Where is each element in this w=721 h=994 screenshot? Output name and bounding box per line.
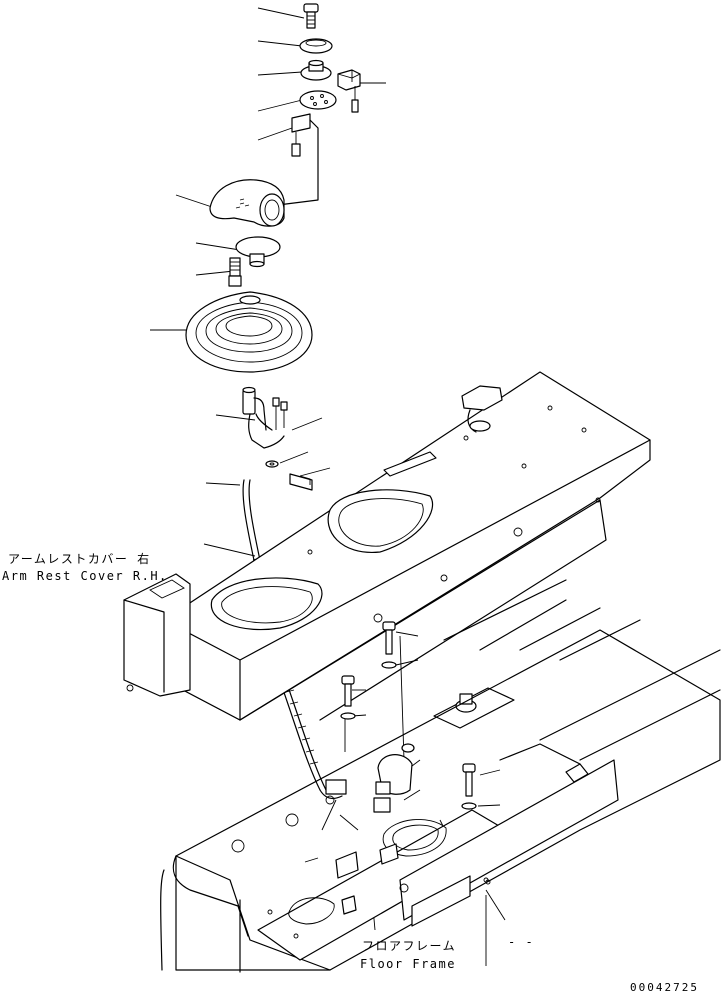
labels: アームレストカバー 右 Arm Rest Cover R.H. フロアフレーム …	[2, 551, 699, 994]
harness-clamp	[373, 743, 415, 813]
switch-bracket	[269, 113, 319, 207]
switch-disc	[300, 59, 332, 81]
bolt-middle-left	[340, 675, 356, 720]
knob-bolt	[303, 3, 319, 29]
grip-base-plate	[235, 236, 281, 268]
drawing-number: 00042725	[630, 981, 699, 994]
floor-rail-lines	[443, 579, 721, 761]
lever-bolt	[289, 473, 313, 491]
grip-screw	[228, 257, 242, 287]
dash-mark: - -	[508, 935, 534, 949]
knob-cap	[299, 38, 333, 54]
switch-plate	[299, 90, 337, 110]
control-lever-grip	[209, 179, 285, 227]
floor-frame	[160, 629, 721, 973]
bolt-lower-right	[461, 763, 477, 810]
arm-rest-cover-label-en: Arm Rest Cover R.H.	[2, 569, 168, 583]
floor-frame-label-en: Floor Frame	[360, 957, 456, 971]
lever-body	[242, 386, 288, 468]
arm-rest-cover-rh	[123, 573, 191, 697]
bracket-bolt	[433, 687, 515, 729]
right-bracket	[399, 743, 619, 927]
bolt-upper-right	[381, 621, 397, 669]
arm-rest-console	[163, 371, 651, 721]
lever-boot	[185, 291, 313, 373]
floor-frame-label-jp: フロアフレーム	[362, 939, 456, 953]
switch-connector	[337, 69, 361, 113]
leader-lines	[150, 7, 506, 966]
arm-rest-cover-label-jp: アームレストカバー 右	[8, 551, 151, 566]
